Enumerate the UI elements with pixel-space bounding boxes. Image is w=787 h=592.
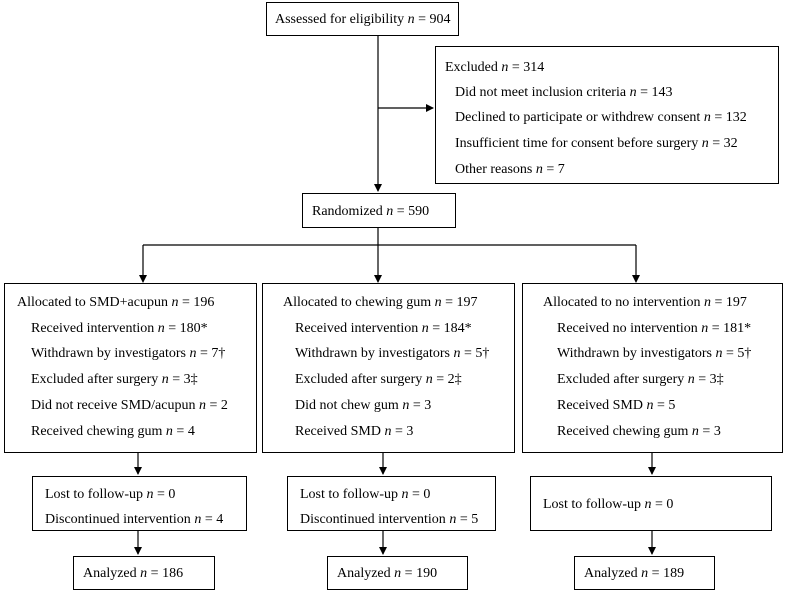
- arm-2-followup-item: Lost to follow-up n = 0: [300, 487, 431, 502]
- arm-2-item: Excluded after surgery n = 2‡: [295, 372, 462, 387]
- arm-2-analyzed-label: Analyzed n = 190: [337, 566, 438, 581]
- excluded-reason: Insufficient time for consent before sur…: [455, 136, 738, 151]
- assessed-box: Assessed for eligibility n = 904: [266, 2, 459, 36]
- arm-3-item: Withdrawn by investigators n = 5†: [557, 346, 752, 361]
- arm-2-item: Withdrawn by investigators n = 5†: [295, 346, 490, 361]
- randomized-box: Randomized n = 590: [302, 193, 456, 228]
- arm-1-item: Withdrawn by investigators n = 7†: [31, 346, 226, 361]
- arm-1-analyzed-box: Analyzed n = 186: [73, 556, 215, 590]
- arm-3-followup-item: Lost to follow-up n = 0: [543, 497, 674, 512]
- arm-1-item: Received chewing gum n = 4: [31, 424, 195, 439]
- excluded-box: Excluded n = 314 Did not meet inclusion …: [435, 46, 779, 184]
- arm-1-followup-item: Lost to follow-up n = 0: [45, 487, 176, 502]
- arm-2-item: Did not chew gum n = 3: [295, 398, 432, 413]
- arm-2-item: Received intervention n = 184*: [295, 321, 472, 336]
- arm-2-followup-box: Lost to follow-up n = 0 Discontinued int…: [287, 476, 496, 531]
- arm-2-allocation-title: Allocated to chewing gum n = 197: [283, 295, 478, 310]
- arm-1-followup-box: Lost to follow-up n = 0 Discontinued int…: [32, 476, 247, 531]
- excluded-reason: Did not meet inclusion criteria n = 143: [455, 85, 673, 100]
- arm-2-item: Received SMD n = 3: [295, 424, 414, 439]
- excluded-title: Excluded n = 314: [445, 60, 545, 75]
- arm-1-item: Received intervention n = 180*: [31, 321, 208, 336]
- arm-1-item: Excluded after surgery n = 3‡: [31, 372, 198, 387]
- arm-1-allocation-title: Allocated to SMD+acupun n = 196: [17, 295, 215, 310]
- arm-3-followup-box: Lost to follow-up n = 0: [530, 476, 772, 531]
- arm-3-analyzed-box: Analyzed n = 189: [574, 556, 715, 590]
- arm-3-item: Received chewing gum n = 3: [557, 424, 721, 439]
- arm-3-analyzed-label: Analyzed n = 189: [584, 566, 685, 581]
- arm-3-item: Excluded after surgery n = 3‡: [557, 372, 724, 387]
- excluded-reason: Other reasons n = 7: [455, 162, 565, 177]
- arm-3-item: Received no intervention n = 181*: [557, 321, 752, 336]
- arm-2-followup-item: Discontinued intervention n = 5: [300, 512, 479, 527]
- arm-2-analyzed-box: Analyzed n = 190: [327, 556, 468, 590]
- arm-1-allocation-box: Allocated to SMD+acupun n = 196 Received…: [4, 283, 257, 453]
- arm-3-item: Received SMD n = 5: [557, 398, 676, 413]
- excluded-reason: Declined to participate or withdrew cons…: [455, 110, 747, 125]
- arm-3-allocation-box: Allocated to no intervention n = 197 Rec…: [522, 283, 783, 453]
- arm-1-analyzed-label: Analyzed n = 186: [83, 566, 184, 581]
- arm-1-item: Did not receive SMD/acupun n = 2: [31, 398, 228, 413]
- arm-1-followup-item: Discontinued intervention n = 4: [45, 512, 224, 527]
- arm-2-allocation-box: Allocated to chewing gum n = 197 Receive…: [262, 283, 515, 453]
- randomized-label: Randomized n = 590: [312, 204, 430, 219]
- assessed-label: Assessed for eligibility n = 904: [275, 12, 451, 27]
- arm-3-allocation-title: Allocated to no intervention n = 197: [543, 295, 747, 310]
